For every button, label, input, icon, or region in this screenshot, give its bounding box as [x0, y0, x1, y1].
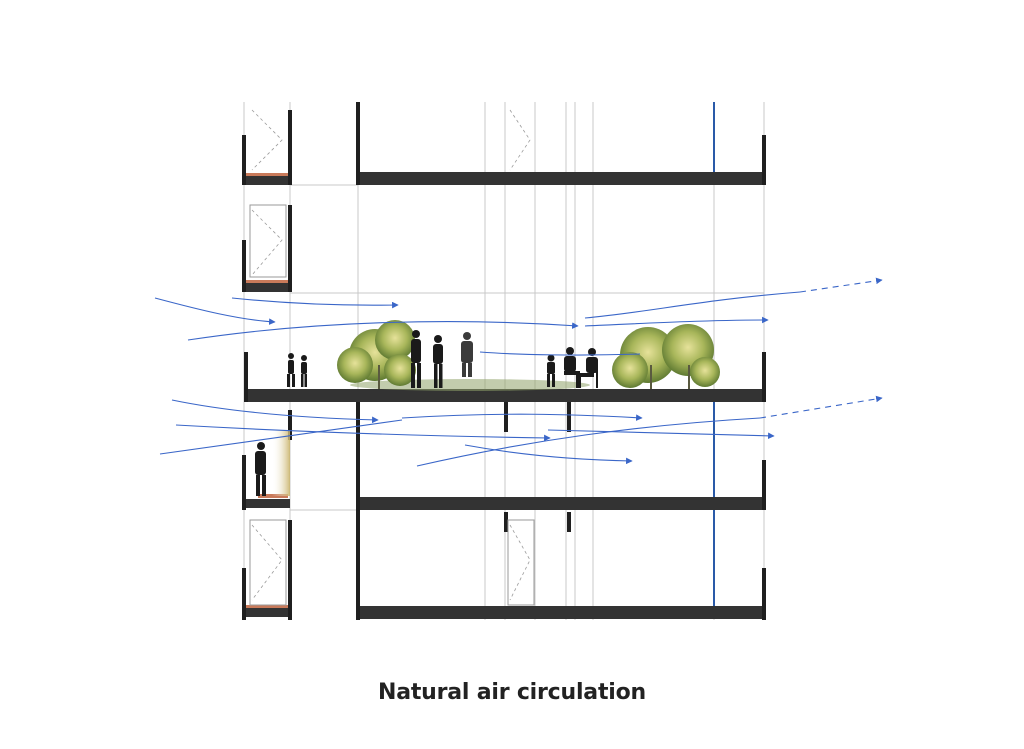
airflow-arrow-icon — [464, 444, 633, 465]
person-silhouette-icon — [301, 355, 307, 387]
airflow-arrow-icon — [175, 424, 551, 442]
balcony-slab-1 — [244, 608, 290, 617]
slab-level-2 — [358, 497, 764, 510]
slab-sky-garden — [244, 389, 764, 402]
balcony-slab-5 — [244, 176, 290, 185]
person-silhouette-icon — [564, 347, 580, 388]
airflow-arrow-icon — [584, 316, 769, 327]
airflow-arrow-icon — [584, 291, 801, 319]
tree-icon — [337, 320, 416, 389]
airflow-arrow-icon — [187, 321, 579, 341]
person-silhouette-icon — [287, 353, 295, 387]
people — [255, 330, 598, 496]
airflow-arrow-icon — [759, 395, 883, 419]
airflow-arrows — [154, 277, 883, 467]
person-silhouette-icon — [255, 442, 266, 496]
airflow-arrow-icon — [799, 277, 883, 293]
tree-icon — [612, 324, 720, 389]
person-silhouette-icon — [411, 330, 421, 388]
door-frames — [249, 204, 535, 606]
slab-level-5 — [358, 172, 764, 185]
sky-garden — [337, 320, 720, 391]
person-silhouette-icon — [433, 335, 443, 388]
balcony-light — [272, 430, 290, 496]
airflow-arrow-icon — [231, 297, 399, 309]
airflow-arrow-icon — [547, 429, 775, 440]
slab-level-1 — [358, 606, 764, 619]
airflow-arrow-icon — [416, 417, 761, 467]
airflow-arrow-icon — [479, 351, 641, 356]
floor-slabs — [244, 172, 764, 619]
airflow-arrow-icon — [171, 399, 379, 424]
airflow-arrow-icon — [154, 297, 276, 325]
building-outline — [243, 102, 765, 620]
balcony-slab-2 — [244, 499, 290, 508]
balcony-slab-4 — [244, 283, 290, 292]
person-silhouette-icon — [461, 332, 473, 377]
airflow-arrow-icon — [159, 419, 403, 455]
diagram-caption: Natural air circulation — [378, 680, 646, 705]
columns — [242, 102, 766, 620]
airflow-arrow-icon — [401, 413, 643, 421]
person-silhouette-icon — [547, 354, 555, 387]
person-silhouette-icon — [578, 348, 598, 388]
door-icon — [251, 109, 531, 601]
